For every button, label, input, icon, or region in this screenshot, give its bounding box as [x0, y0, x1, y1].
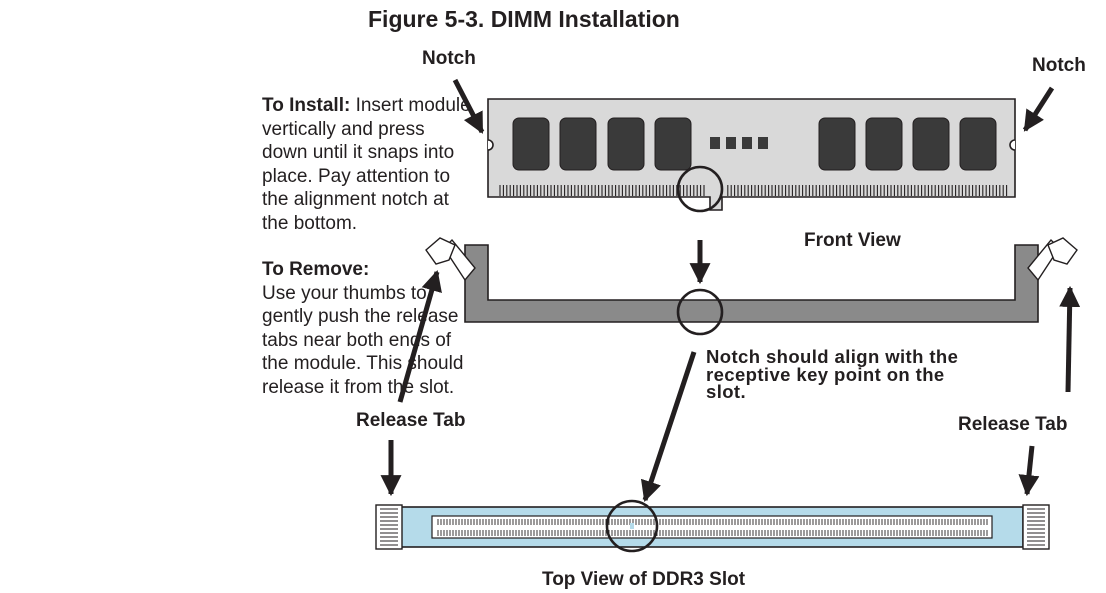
install-line: the alignment notch at — [262, 189, 449, 210]
module-contact-pins — [499, 185, 1008, 196]
label-top-view: Top View of DDR3 Slot — [542, 569, 746, 590]
remove-heading: To Remove: — [262, 259, 370, 280]
install-line: vertically and press — [262, 118, 425, 140]
arrow-release-tab-right-up — [1059, 285, 1081, 393]
spd-chip — [742, 137, 752, 149]
arrow-notch-left — [452, 78, 485, 134]
figure-title: Figure 5-3. DIMM Installation — [368, 6, 680, 32]
label-front-view: Front View — [804, 230, 901, 251]
notch-highlight-circle — [676, 165, 724, 213]
module-notch-left — [487, 139, 494, 151]
slot-latch-right — [1022, 504, 1050, 550]
remove-paragraph: To Remove: Use your thumbs to gently pus… — [262, 258, 602, 399]
slot-latch-right-grip — [1027, 508, 1045, 546]
alignment-note-line: slot. — [706, 381, 747, 402]
alignment-note-line: receptive key point on the — [706, 363, 945, 385]
arrow-notch-right — [1022, 86, 1055, 132]
dimm-slot-top-view — [375, 499, 1050, 553]
top-key-highlight-circle — [605, 499, 659, 553]
slot-top-contacts — [437, 519, 988, 536]
remove-line: tabs near both ends of — [262, 329, 452, 351]
spd-chip — [726, 137, 736, 149]
spd-chip — [758, 137, 768, 149]
slot-latch-left — [375, 504, 403, 550]
install-heading: To Install: — [262, 95, 351, 116]
alignment-note-line: Notch should align with the — [706, 346, 959, 367]
install-line: place. Pay attention to — [262, 165, 451, 187]
spd-chip — [710, 137, 720, 149]
remove-line: gently push the release — [262, 306, 459, 327]
dimm-module — [487, 98, 1016, 213]
memory-chip — [912, 117, 950, 171]
slot-body — [464, 244, 1039, 323]
install-line: Insert module — [350, 95, 471, 116]
arrows — [380, 78, 1081, 502]
module-notch-right — [1009, 139, 1016, 151]
release-clip-right-head — [1047, 237, 1078, 265]
remove-line: Use your thumbs to — [262, 282, 427, 304]
instructions-panel: To Install: Insert module vertically and… — [262, 94, 602, 399]
memory-chip — [559, 117, 597, 171]
label-alignment-note: Notch should align with the receptive ke… — [706, 346, 959, 402]
slot-key-highlight-circle — [676, 288, 724, 336]
label-release-tab-right: Release Tab — [958, 414, 1068, 435]
arrow-release-tab-left-up — [397, 269, 442, 403]
memory-chip — [654, 117, 692, 171]
dimm-slot-side-view — [425, 237, 1078, 336]
label-release-tab-left: Release Tab — [356, 410, 466, 431]
memory-chip — [512, 117, 550, 171]
slot-top-key — [630, 523, 634, 529]
memory-chip — [865, 117, 903, 171]
release-clip-left-head — [425, 237, 456, 265]
memory-chip — [607, 117, 645, 171]
install-line: the bottom. — [262, 212, 358, 234]
memory-chip — [959, 117, 997, 171]
label-notch-right: Notch — [1032, 55, 1086, 76]
memory-chip — [818, 117, 856, 171]
install-paragraph: To Install: Insert module vertically and… — [262, 94, 602, 235]
arrow-release-tab-right-down — [1018, 445, 1040, 497]
install-line: down until it snaps into — [262, 142, 455, 163]
label-notch-left: Notch — [422, 48, 476, 69]
slot-latch-left-grip — [380, 508, 398, 546]
arrow-notch-to-top-view — [640, 351, 697, 502]
